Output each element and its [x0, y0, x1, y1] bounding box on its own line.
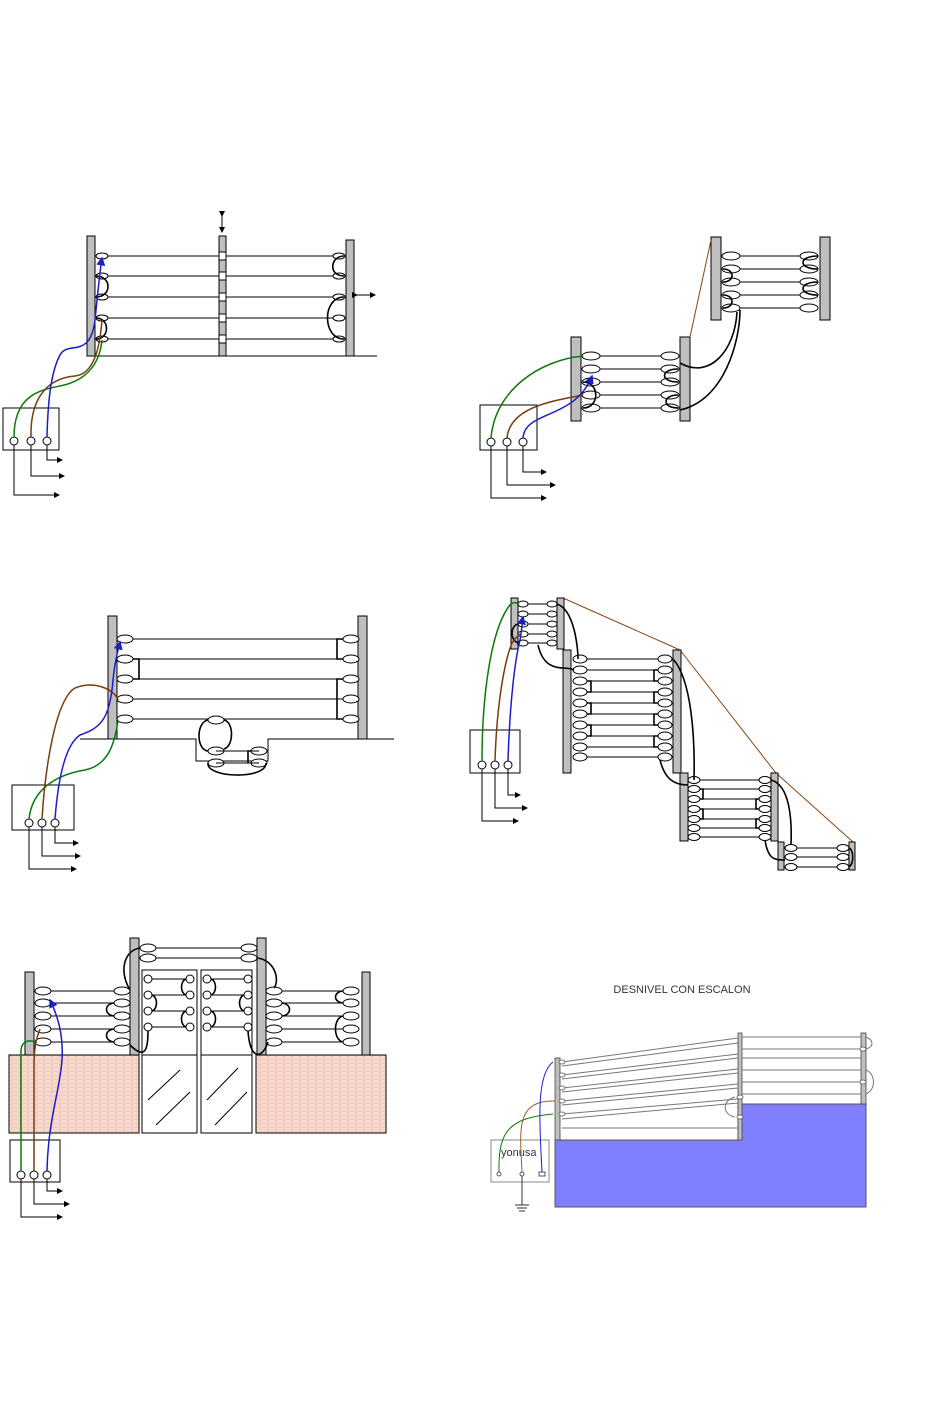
left-gate-post [130, 938, 139, 1055]
level4-wires [785, 845, 853, 871]
left-fence-wires [35, 987, 130, 1046]
terminal-live [519, 438, 527, 446]
terminal-live [504, 761, 512, 769]
brick-wall-left [9, 1055, 139, 1133]
upper-wires [731, 256, 809, 308]
slope-post-right [861, 1033, 866, 1104]
panel-stepped-fence-four-levels [470, 598, 855, 871]
output-return [495, 769, 527, 808]
panel-fence-over-slope-with-step: DESNIVEL CON ESCALON [491, 984, 874, 1211]
level1-wires [512, 601, 557, 646]
gate-top-wires [140, 944, 257, 962]
terminal-return [30, 1171, 38, 1179]
panel-fence-with-ground-dip [12, 616, 394, 869]
end-post-right [346, 240, 354, 356]
lower-post-left [571, 337, 581, 421]
output-ground [21, 1179, 62, 1217]
brown-top-line-3 [776, 773, 853, 842]
output-return [507, 446, 555, 485]
upper-post-right [820, 237, 830, 320]
panel-straight-fence [3, 216, 377, 495]
terminal-live [51, 819, 59, 827]
terminal-ground [25, 819, 33, 827]
terminal-return [520, 1172, 524, 1176]
fence-wires [125, 639, 351, 719]
brown-top-line [690, 240, 711, 337]
right-fence-wires [266, 987, 359, 1046]
terminal-return [491, 761, 499, 769]
terminal-return [38, 819, 46, 827]
water-body [555, 1104, 866, 1207]
slope-post-left [555, 1058, 560, 1140]
end-post-right [358, 616, 367, 739]
level3-wires [688, 777, 771, 841]
output-ground [29, 827, 76, 869]
terminal-return [27, 437, 35, 445]
ground-line-with-dip [80, 739, 394, 761]
brick-wall-right [256, 1055, 386, 1133]
panel-fence-with-gate [9, 938, 386, 1217]
output-return [42, 827, 80, 856]
end-post-left [108, 616, 117, 739]
terminal-live [43, 1171, 51, 1179]
level2-wires [573, 655, 672, 761]
terminal-ground [10, 437, 18, 445]
gate-doors [142, 970, 252, 1133]
terminal-live [43, 437, 51, 445]
right-end-post [362, 972, 370, 1055]
upper-post-left [711, 237, 721, 320]
level3-post-left [680, 773, 688, 841]
panel-stepped-fence-two-levels [480, 237, 830, 498]
terminal-ground [497, 1172, 501, 1176]
dip-sub-fence [199, 716, 267, 775]
sloped-wires [562, 1038, 738, 1128]
terminal-return [503, 438, 511, 446]
terminal-ground [17, 1171, 25, 1179]
terminal-ground [487, 438, 495, 446]
level4-post-left [778, 842, 784, 870]
right-gate-post [257, 938, 266, 1055]
panel-title: DESNIVEL CON ESCALON [613, 984, 750, 996]
energizer-label: yonusa [501, 1147, 537, 1159]
left-end-post [25, 972, 34, 1055]
terminal-ground [478, 761, 486, 769]
brown-top-line-1 [563, 598, 680, 650]
slope-post-middle [738, 1033, 742, 1140]
lower-wires [591, 356, 670, 408]
terminal-live [539, 1172, 545, 1176]
end-post-left [87, 236, 95, 356]
output-ground [14, 445, 59, 495]
